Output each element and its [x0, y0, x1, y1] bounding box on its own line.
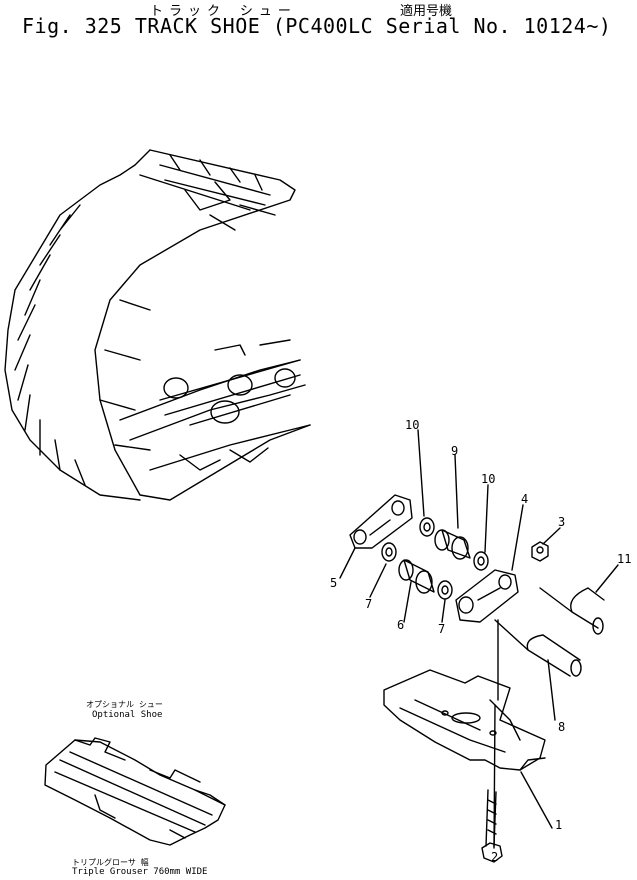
- optional-shoe-label: Optional Shoe: [92, 710, 163, 720]
- figure-title: Fig. 325 TRACK SHOE (PC400LC Serial No. …: [22, 14, 612, 38]
- triple-grouser-label: Triple Grouser 760mm WIDE: [72, 867, 208, 877]
- optional-shoe-illustration: [45, 738, 225, 845]
- seal-part-10b: [474, 552, 488, 570]
- callout-number: 3: [558, 515, 566, 529]
- japanese-title: トラック シュー: [150, 4, 297, 19]
- callout-number: 7: [438, 622, 446, 636]
- shoe-part-1: [384, 670, 545, 770]
- seal-part-10a: [420, 518, 434, 536]
- callout-number: 2: [491, 850, 499, 864]
- pin-part-11: [571, 588, 604, 628]
- link-part-4: [456, 570, 518, 622]
- callout-number: 5: [330, 576, 338, 590]
- bolt-part-2: [482, 843, 502, 862]
- seal-part-7b: [438, 581, 452, 599]
- bushing-part-6: [404, 560, 434, 592]
- track-assembly-illustration: [5, 150, 310, 500]
- optional-shoe-japanese-label: オプショナル シュー: [86, 700, 163, 709]
- callout-number: 4: [521, 492, 529, 506]
- callout-number: 10: [405, 418, 420, 432]
- callout-number: 1: [555, 818, 563, 832]
- callout-number: 8: [558, 720, 566, 734]
- callout-number: 7: [365, 597, 373, 611]
- nut-part-3: [532, 542, 548, 561]
- bushing-part-9: [442, 530, 470, 558]
- callout-number: 10: [481, 472, 496, 486]
- callout-number: 11: [617, 552, 632, 566]
- seal-part-7a: [382, 543, 396, 561]
- exploded-parts: [340, 430, 618, 862]
- pin-part-8: [527, 635, 580, 676]
- callout-number: 9: [451, 444, 459, 458]
- triple-grouser-japanese-label: トリプルグローサ 幅: [72, 858, 149, 867]
- callout-number: 6: [397, 618, 405, 632]
- japanese-serial-label: 適用号機: [400, 4, 453, 19]
